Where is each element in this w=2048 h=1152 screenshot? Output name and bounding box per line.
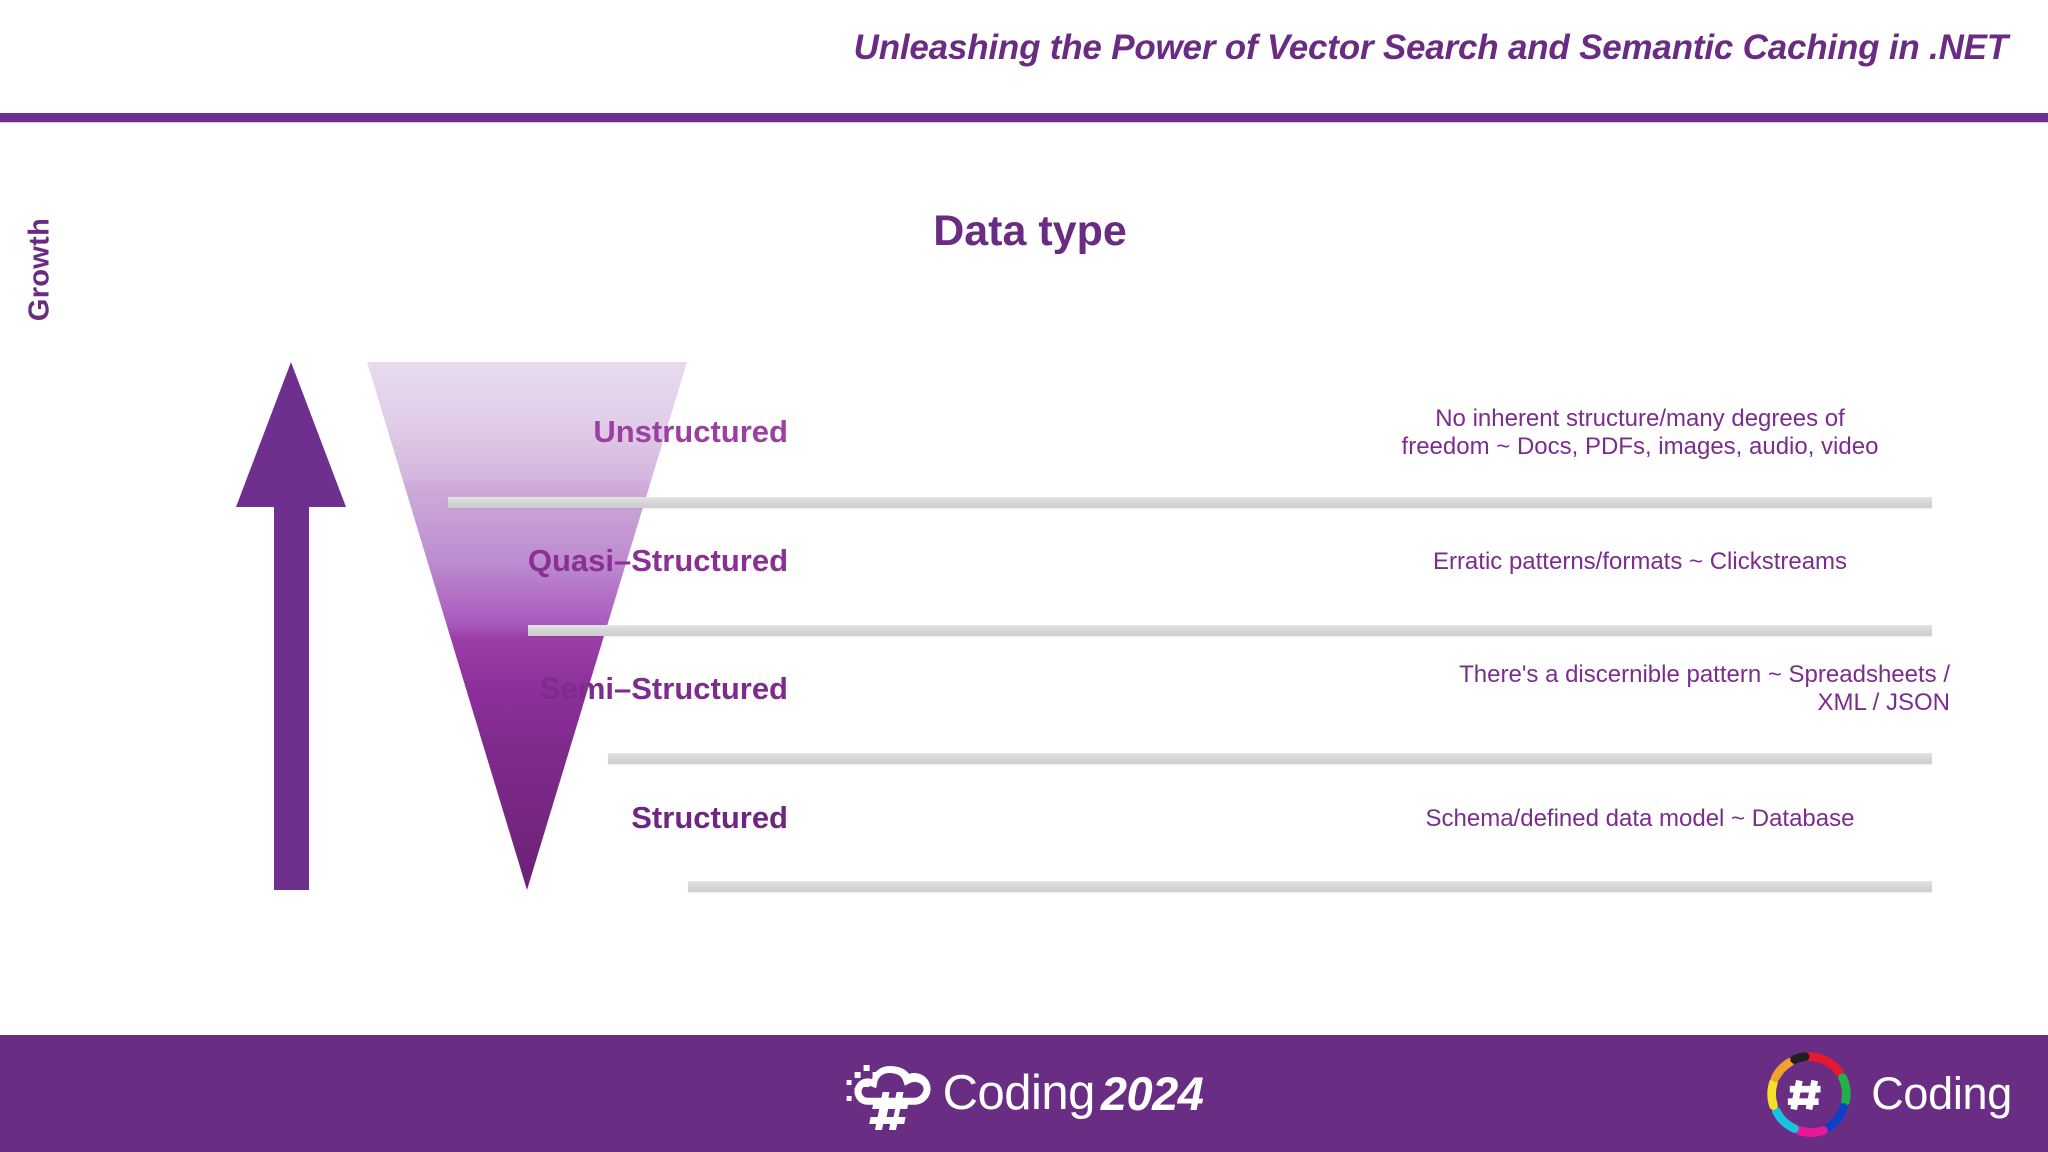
- tier-desc-line: There's a discernible pattern ~ Spreadsh…: [1459, 661, 1950, 688]
- growth-arrow: [236, 362, 366, 890]
- slide-footer: Coding 2024 Coding: [0, 1035, 2048, 1152]
- funnel-body: [367, 362, 687, 890]
- tier-description-unstructured: No inherent structure/many degrees of fr…: [1330, 405, 1950, 461]
- tier-desc-line: XML / JSON: [1817, 689, 1950, 717]
- arrow-shaft: [274, 506, 309, 890]
- header-divider-rule: [0, 113, 2048, 122]
- cloud-hash-icon: [846, 1064, 931, 1130]
- tier-label-unstructured: Unstructured: [593, 414, 788, 449]
- swirl-hash-icon: [1767, 1051, 1851, 1137]
- tier-description-quasi-structured: Erratic patterns/formats ~ Clickstreams: [1330, 548, 1950, 576]
- coding-brand-logo: Coding: [1761, 1046, 2012, 1142]
- tier-desc-line: Schema/defined data model ~ Database: [1425, 805, 1855, 832]
- growth-axis-label: Growth: [23, 217, 56, 322]
- tier-divider-3: [608, 753, 1932, 764]
- tier-desc-line: freedom ~ Docs, PDFs, images, audio, vid…: [1401, 433, 1879, 461]
- footer-logo-year: 2024: [1100, 1067, 1204, 1120]
- slide-header: Unleashing the Power of Vector Search an…: [0, 0, 2048, 113]
- tier-divider-4: [688, 881, 1932, 892]
- coding2024-logo: Coding 2024: [845, 1058, 1204, 1130]
- tier-description-structured: Schema/defined data model ~ Database: [1330, 805, 1950, 833]
- tier-divider-2: [528, 625, 1932, 636]
- tier-desc-line: Erratic patterns/formats ~ Clickstreams: [1432, 548, 1848, 575]
- footer-brand-word: Coding: [1871, 1068, 2012, 1119]
- tier-divider-1: [448, 497, 1932, 508]
- tier-label-semi-structured: Semi–Structured: [539, 671, 788, 706]
- funnel-triangle: [367, 362, 687, 890]
- footer-logo-word: Coding: [942, 1066, 1096, 1120]
- tier-description-semi-structured: There's a discernible pattern ~ Spreadsh…: [1330, 661, 1950, 717]
- arrow-up-icon: [236, 362, 346, 507]
- presentation-title: Unleashing the Power of Vector Search an…: [853, 28, 2009, 67]
- tier-desc-line: No inherent structure/many degrees of: [1435, 405, 1845, 432]
- tier-label-quasi-structured: Quasi–Structured: [527, 543, 788, 578]
- tier-label-structured: Structured: [631, 800, 788, 835]
- page-title: Data type: [933, 207, 1127, 255]
- funnel-chart: [367, 362, 687, 890]
